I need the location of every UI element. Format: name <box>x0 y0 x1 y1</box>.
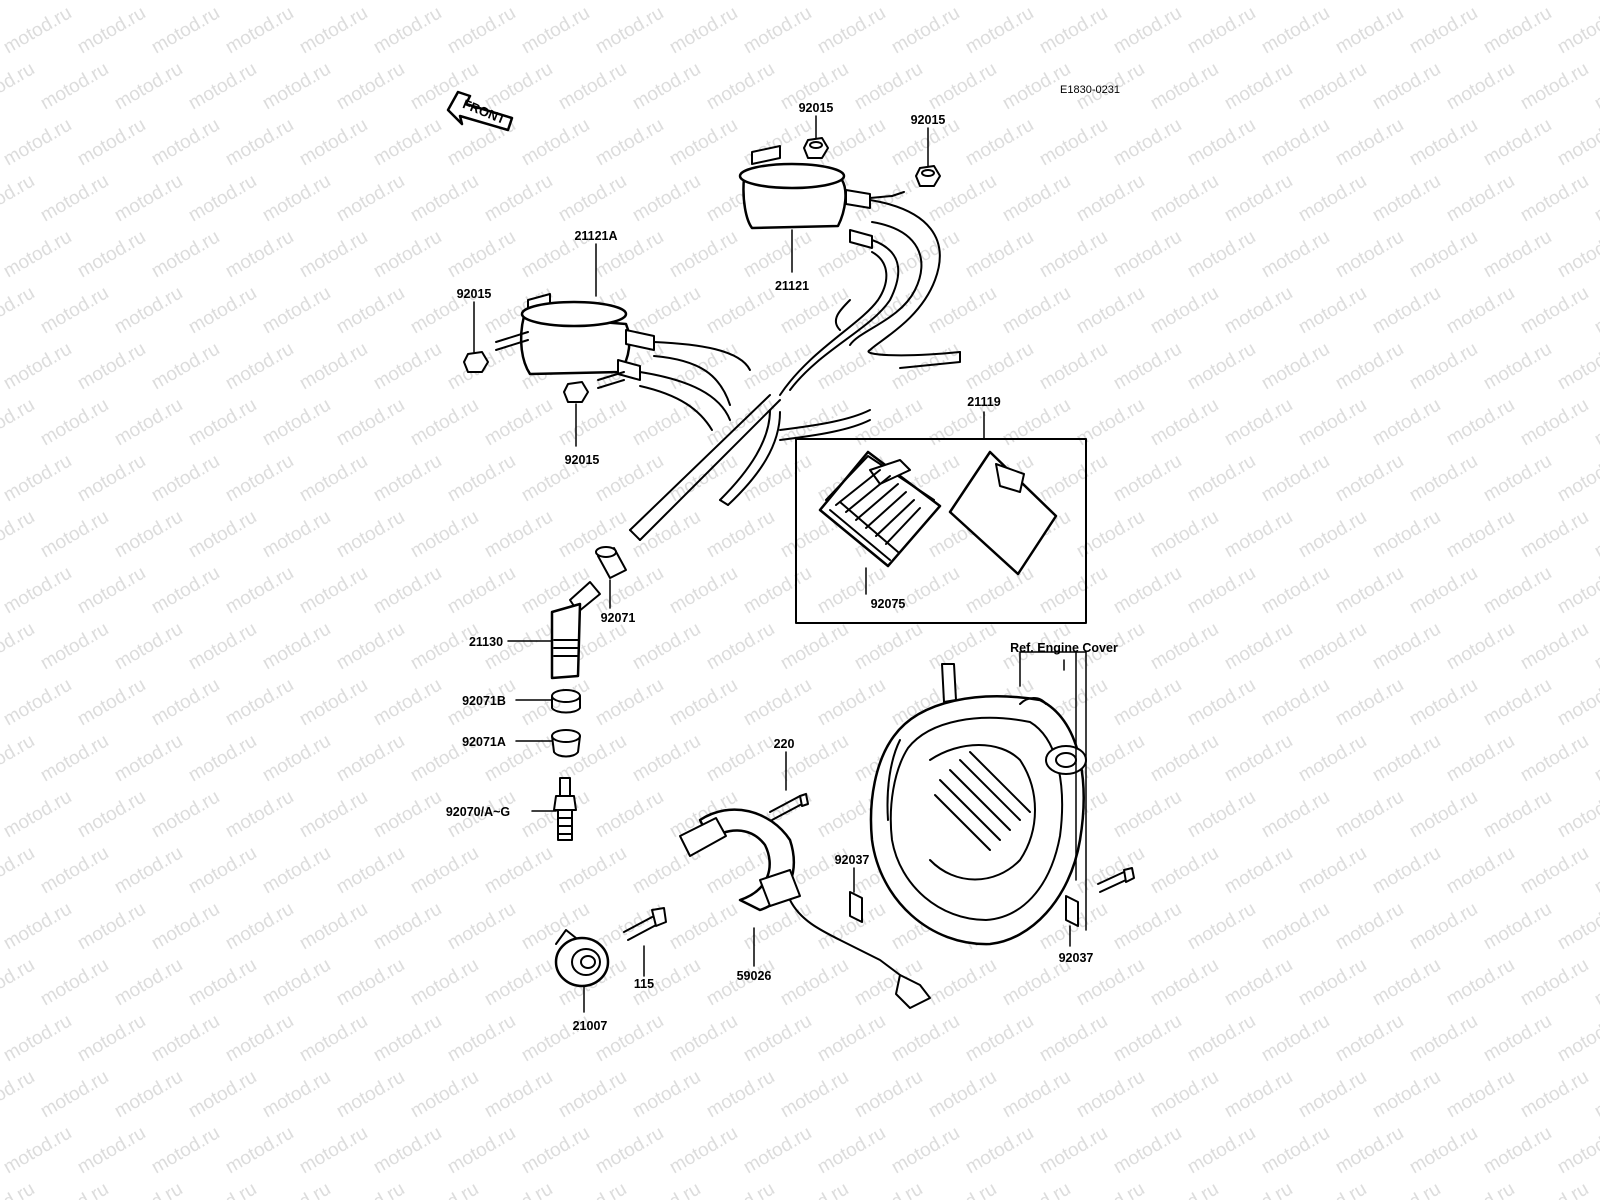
timing-rotor <box>554 929 610 988</box>
label-plug-cap: 21130 <box>469 635 503 649</box>
igniter-unit-right <box>948 450 1058 576</box>
bolt-icon <box>623 907 667 941</box>
label-nut-left: 92015 <box>457 287 492 301</box>
nut-icon <box>803 137 829 159</box>
label-clamp-right: 92037 <box>1059 951 1094 965</box>
label-reference: Ref. Engine Cover <box>1010 641 1118 655</box>
nut-icon <box>463 351 489 373</box>
seal-b <box>551 689 581 714</box>
pickup-coil <box>679 808 931 1009</box>
ignition-coil-rear <box>738 145 905 249</box>
label-screw-220: 220 <box>774 737 795 751</box>
high-tension-leads <box>779 199 961 396</box>
engine-cover <box>869 663 1087 946</box>
front-arrow-icon <box>446 90 514 132</box>
igniter-unit-left <box>818 450 942 568</box>
label-nut-top-left: 92015 <box>799 101 834 115</box>
diagram-code: E1830-0231 <box>1060 84 1120 96</box>
label-nut-lower: 92015 <box>565 453 600 467</box>
igniter-box <box>795 438 1087 624</box>
label-bolt-115: 115 <box>634 977 654 991</box>
label-pickup-coil: 59026 <box>737 969 772 983</box>
spark-plug <box>553 777 577 841</box>
screw-icon <box>769 793 809 821</box>
label-spark-plug: 92070/A~G <box>446 805 510 819</box>
label-seal-a: 92071A <box>462 735 506 749</box>
bolt-icon <box>597 371 625 389</box>
label-igniter: 92075 <box>871 597 906 611</box>
plug-cap <box>550 581 601 680</box>
clamp-right <box>1065 895 1079 927</box>
label-seal-cap: 92071 <box>601 611 636 625</box>
label-clamp-left: 92037 <box>835 853 870 867</box>
label-coil-front: 21121A <box>574 229 617 243</box>
bolt-icon <box>495 331 529 351</box>
leader-lines <box>473 115 1087 1013</box>
cap-seal <box>595 546 627 579</box>
ignition-coil-front <box>519 293 751 431</box>
clamp-left <box>849 891 863 923</box>
label-seal-b: 92071B <box>462 694 506 708</box>
bolt-icon <box>1097 867 1135 893</box>
plug-lead <box>629 394 871 541</box>
seal-a <box>551 729 581 758</box>
label-nut-top-right: 92015 <box>911 113 946 127</box>
nut-icon <box>563 381 589 403</box>
label-coil-rear: 21121 <box>775 279 809 293</box>
label-igniter-group: 21119 <box>967 395 1000 409</box>
label-timing-rotor: 21007 <box>573 1019 608 1033</box>
nut-icon <box>915 165 941 187</box>
